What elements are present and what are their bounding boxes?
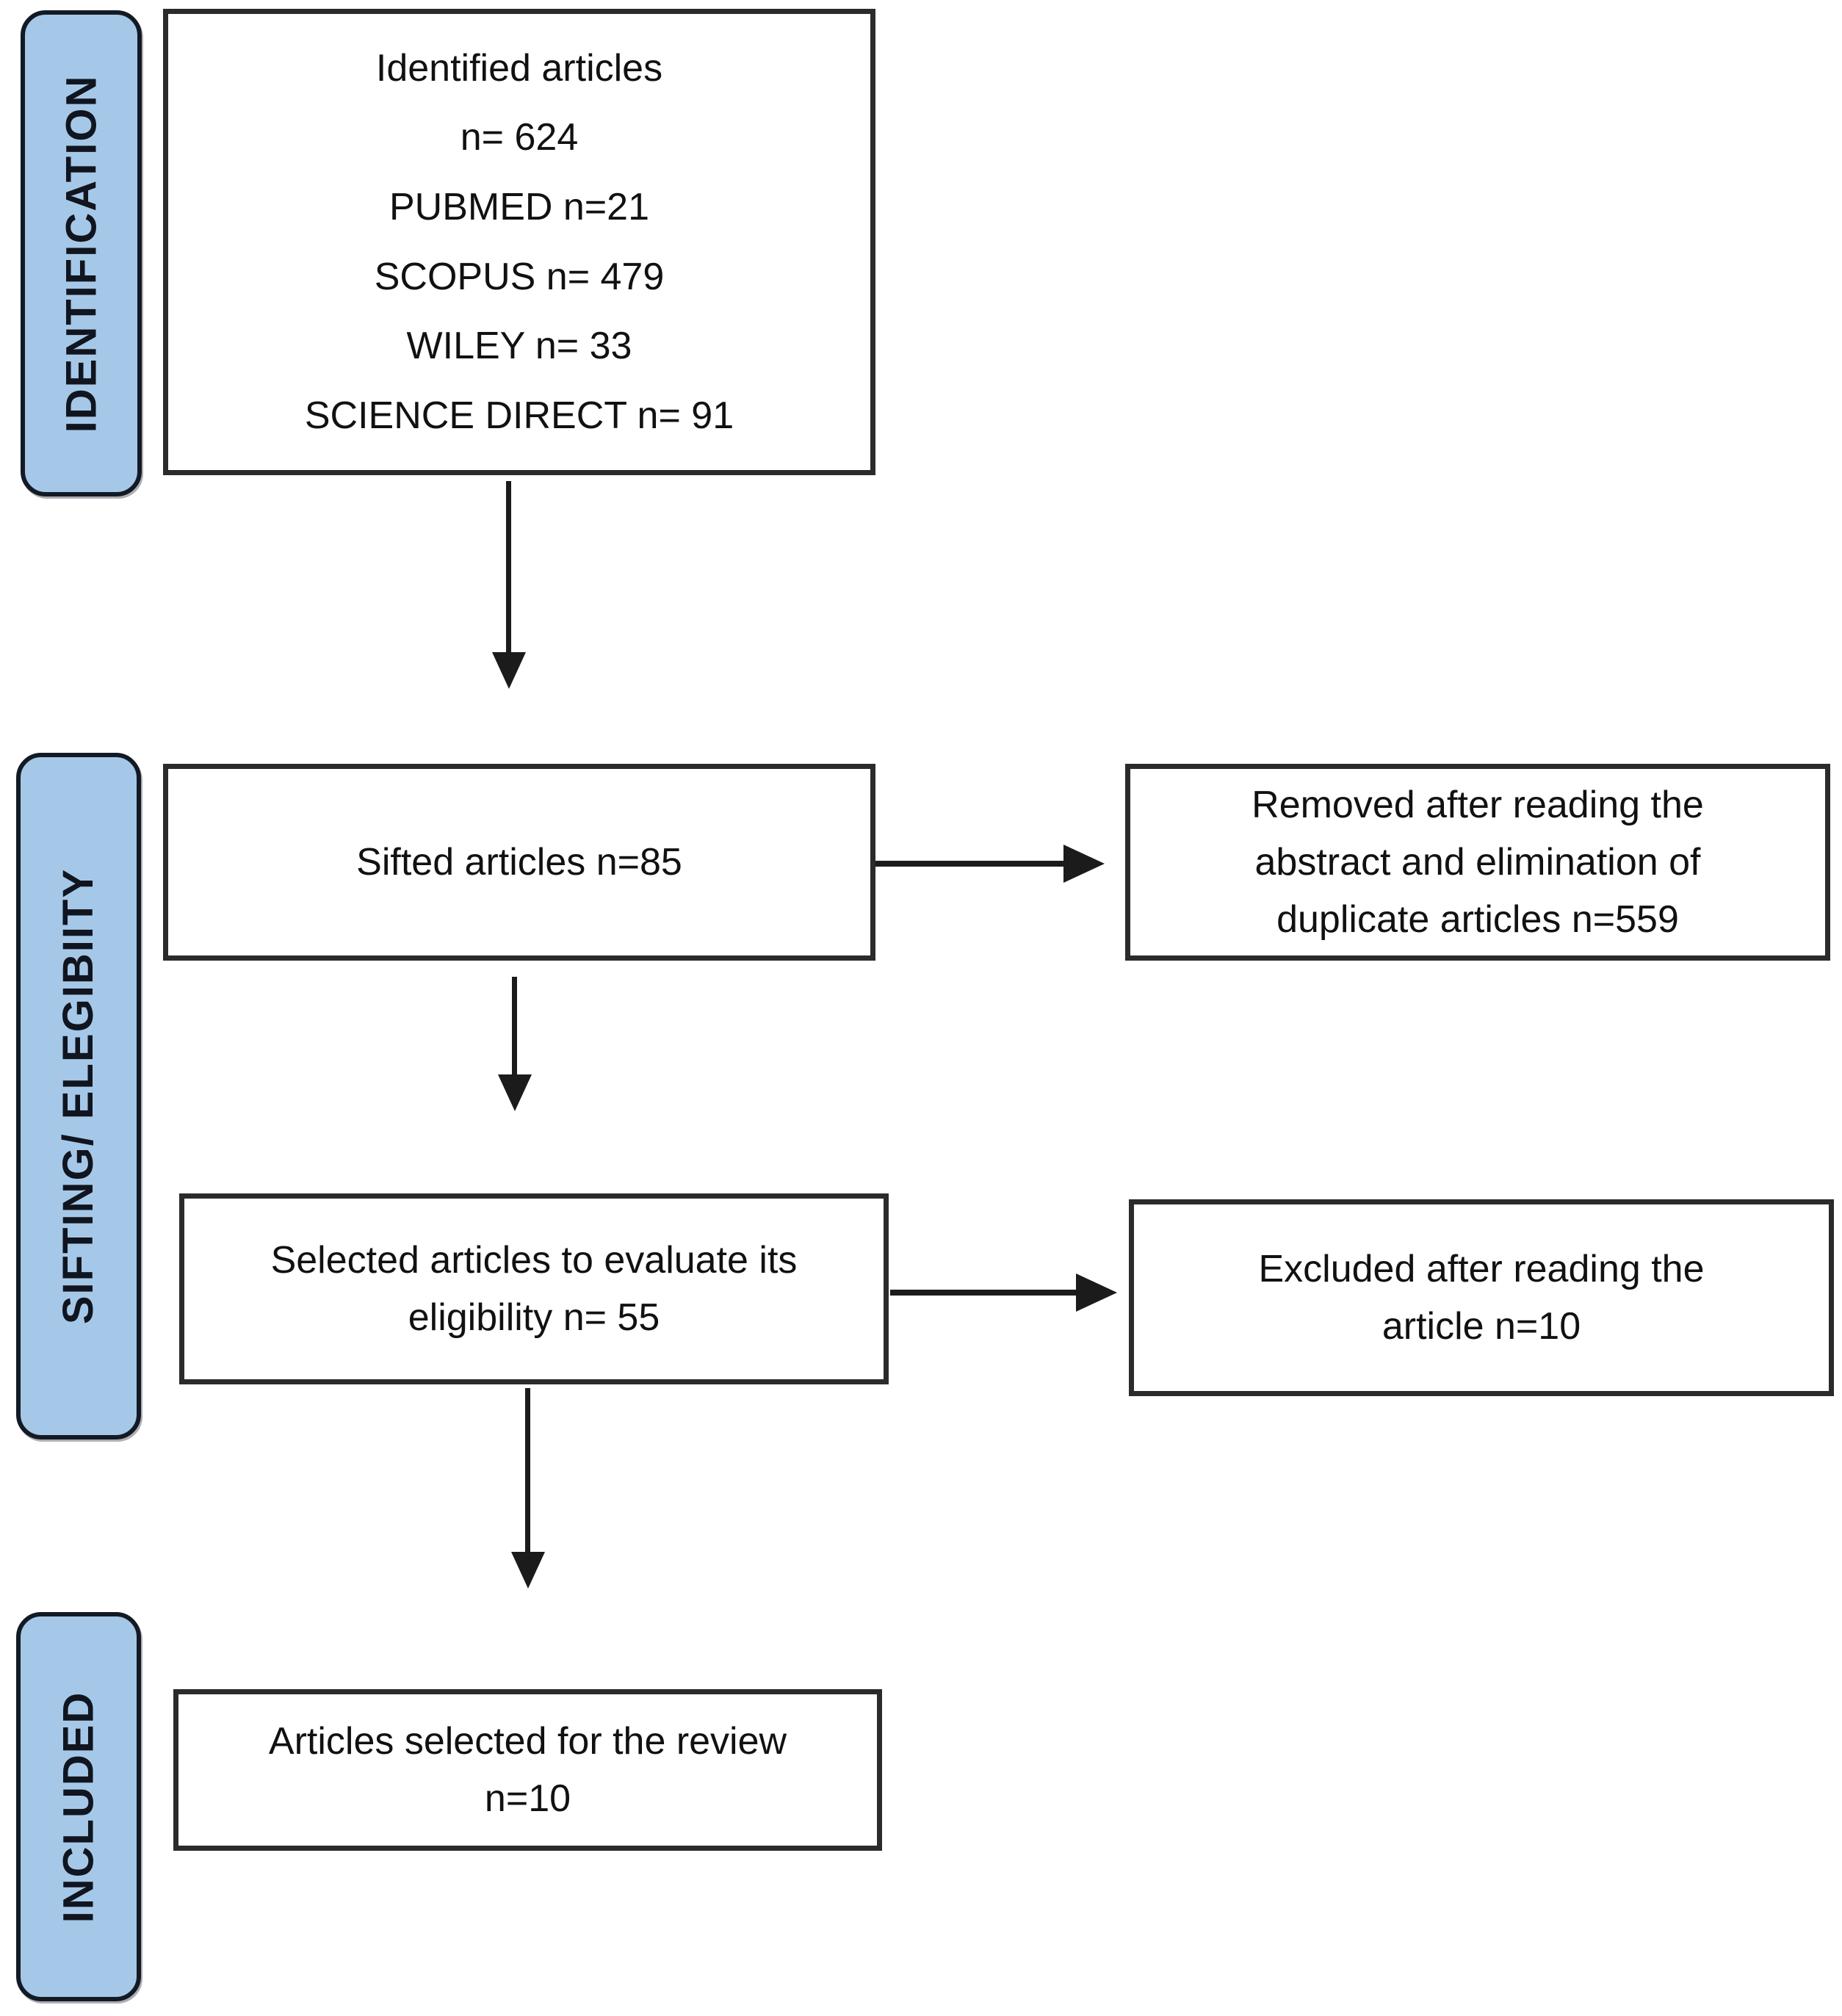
box-removed-line: duplicate articles n=559 [1276,898,1679,941]
box-identified-line: Identified articles [375,46,663,90]
stage-label-included-text: INCLUDED [54,1691,103,1923]
box-removed-line: Removed after reading the [1252,784,1704,826]
box-selected-articles: Selected articles to evaluate its eligib… [179,1193,889,1384]
box-identified-line: SCIENCE DIRECT n= 91 [304,394,734,437]
box-included-line: Articles selected for the review [268,1720,787,1763]
arrow-shaft [525,1388,530,1556]
arrow-head-down-icon [492,652,526,689]
box-identified-line: n= 624 [460,116,579,159]
box-included-line: n=10 [484,1777,571,1820]
stage-label-included: INCLUDED [16,1612,141,2001]
box-selected-line: Selected articles to evaluate its [270,1239,798,1282]
box-excluded-line: Excluded after reading the [1258,1248,1705,1290]
box-identified-articles: Identified articles n= 624 PUBMED n=21 S… [163,9,875,475]
box-selected-line: eligibility n= 55 [408,1296,660,1339]
box-excluded-after-article: Excluded after reading the article n=10 [1129,1199,1834,1396]
stage-label-sifting-eligibility-text: SIFTING/ ELEGIBIITY [54,867,103,1325]
stage-label-sifting-eligibility: SIFTING/ ELEGIBIITY [16,753,141,1439]
arrow-head-down-icon [498,1074,532,1111]
arrow-head-right-icon [1076,1273,1117,1312]
arrow-shaft [875,861,1065,867]
stage-label-identification-text: IDENTIFICATION [57,74,106,433]
box-articles-for-review: Articles selected for the review n=10 [173,1689,882,1851]
box-identified-line: WILEY n= 33 [406,325,632,368]
box-sifted-articles: Sifted articles n=85 [163,764,875,961]
arrow-head-down-icon [511,1552,545,1589]
stage-label-identification: IDENTIFICATION [21,10,142,496]
box-identified-line: PUBMED n=21 [389,185,650,228]
arrow-shaft [890,1290,1077,1296]
box-sifted-line: Sifted articles n=85 [356,841,682,884]
arrow-shaft [506,481,511,656]
arrow-head-right-icon [1063,845,1105,883]
box-excluded-line: article n=10 [1382,1305,1581,1348]
box-removed-line: abstract and elimination of [1254,841,1701,884]
box-identified-line: SCOPUS n= 479 [374,255,665,298]
arrow-shaft [512,977,517,1078]
box-removed-after-abstract: Removed after reading the abstract and e… [1125,764,1830,961]
